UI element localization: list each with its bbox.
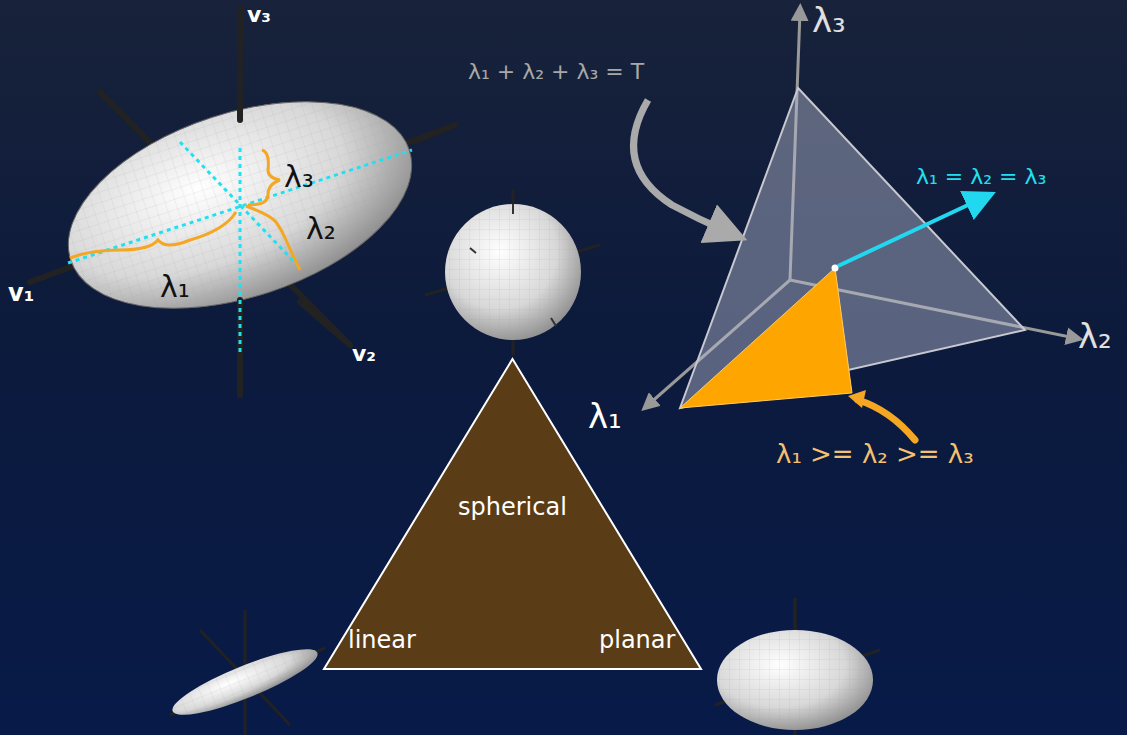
- equality-label: λ₁ = λ₂ = λ₃: [916, 165, 1046, 189]
- eigenvalue-label: λ₁: [160, 270, 190, 303]
- axis-label: λ₁: [588, 398, 622, 435]
- eigenvalue-label: λ₂: [306, 212, 336, 245]
- axis-label: λ₃: [812, 2, 846, 39]
- axis-label: v₁: [8, 280, 34, 306]
- shape-triangle: spherical linear planar: [320, 355, 705, 673]
- ordering-label: λ₁ >= λ₂ >= λ₃: [776, 440, 974, 469]
- corner-label: planar: [599, 627, 675, 653]
- axis-label: λ₂: [1078, 318, 1112, 355]
- axis-label: v₂: [352, 342, 376, 366]
- corner-label: spherical: [458, 494, 567, 520]
- corner-label: linear: [348, 627, 416, 653]
- eigenvalue-label: λ₃: [284, 160, 314, 193]
- axis-label: v₃: [247, 3, 271, 27]
- plane-equation: λ₁ + λ₂ + λ₃ = T: [468, 60, 644, 84]
